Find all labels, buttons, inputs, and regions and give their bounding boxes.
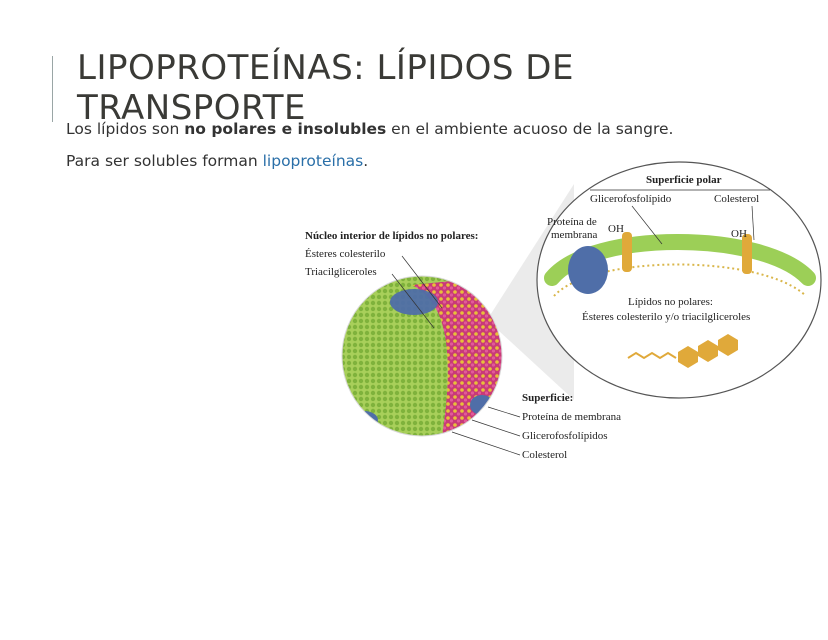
lipoproteinas-link[interactable]: lipoproteínas: [262, 152, 364, 170]
core-item-triacyl: Triacilgliceroles: [305, 266, 377, 278]
lipoprotein-sphere: [341, 275, 503, 437]
cholesterol-label: Colesterol: [714, 193, 759, 205]
bullet-nonpolar: Los lípidos son no polares e insolubles …: [66, 120, 673, 138]
surface-item-protein: Proteína de membrana: [522, 411, 621, 423]
surface-polar-label: Superficie polar: [646, 174, 722, 186]
nonpolar-label-line1: Lípidos no polares:: [628, 296, 713, 308]
slide-title: LIPOPROTEÍNAS: LÍPIDOS DE TRANSPORTE: [77, 48, 574, 128]
lipoprotein-figure: Núcleo interior de lípidos no polares: É…: [292, 150, 828, 480]
bullet2-post: .: [363, 152, 369, 170]
bullet1-post: en el ambiente acuoso de la sangre.: [386, 120, 674, 138]
title-accent-line: [52, 56, 53, 122]
protein-label-line1: Proteína de: [547, 216, 597, 228]
bullet1-pre: Los lípidos son: [66, 120, 185, 138]
membrane-inset: [536, 161, 822, 399]
surface-item-cholesterol: Colesterol: [522, 449, 567, 461]
bullet1-bold: no polares e insolubles: [184, 120, 387, 138]
bullet2-pre: Para ser solubles forman: [66, 152, 263, 170]
nonpolar-label-line2: Ésteres colesterilo y/o triacilglicerole…: [582, 311, 750, 323]
core-heading: Núcleo interior de lípidos no polares:: [305, 230, 478, 242]
core-item-esters: Ésteres colesterilo: [305, 248, 386, 260]
oh-left-label: OH: [608, 223, 624, 235]
glycero-label: Glicerofosfolípido: [590, 193, 672, 205]
surface-heading: Superficie:: [522, 392, 573, 404]
bullet-lipoproteins: Para ser solubles forman lipoproteínas.: [66, 152, 368, 170]
protein-label-line2: membrana: [551, 229, 598, 241]
surface-item-glycero: Glicerofosfolípidos: [522, 430, 608, 442]
oh-right-label: OH: [731, 228, 747, 240]
